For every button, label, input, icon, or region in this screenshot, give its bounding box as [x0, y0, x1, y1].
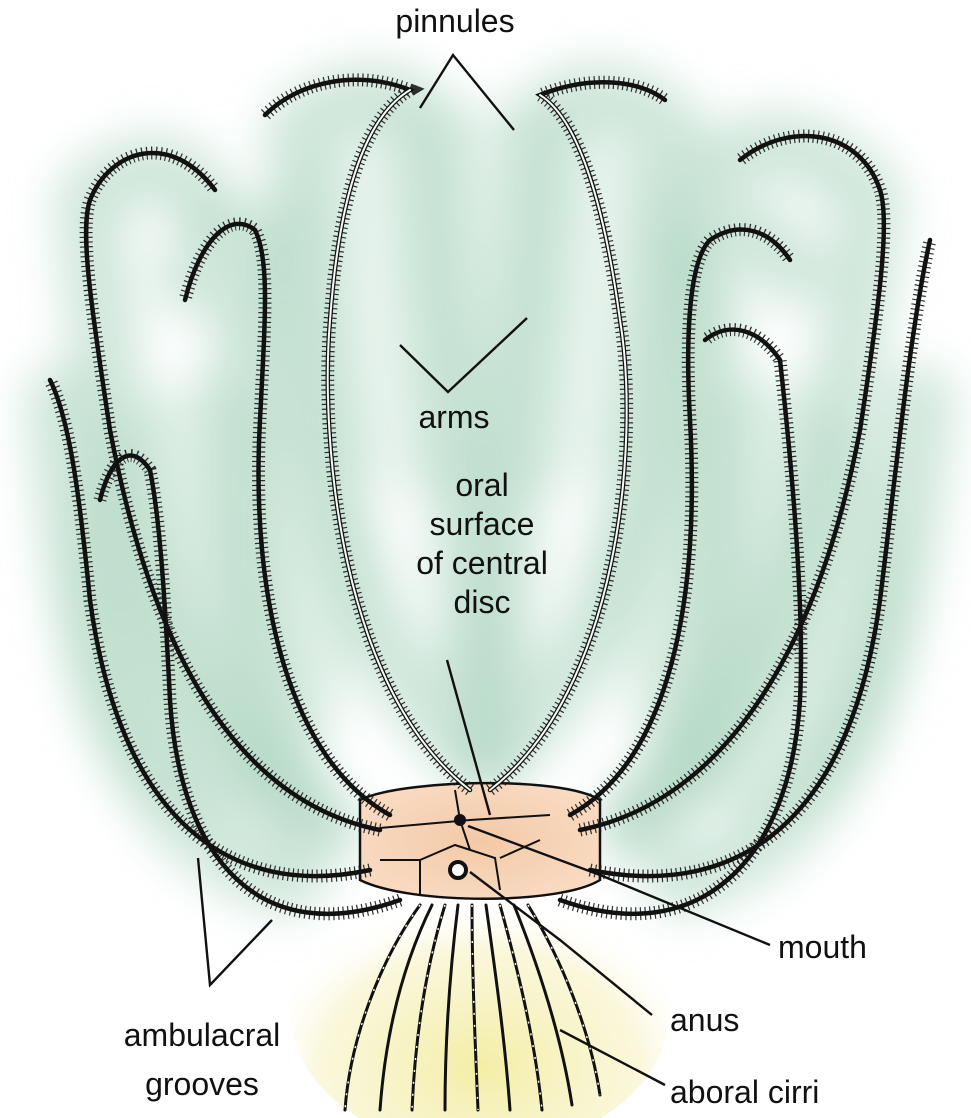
label-oral-line-4: disc [454, 584, 511, 620]
label-arms: arms [418, 399, 489, 435]
label-oral-line-3: of central [416, 545, 548, 581]
label-mouth: mouth [778, 929, 867, 965]
label-aboral-cirri: aboral cirri [670, 1074, 819, 1110]
mouth-marker [454, 814, 466, 826]
central-disc [360, 783, 600, 899]
label-ambulacral-line-1: ambulacral [124, 1017, 281, 1053]
label-oral-line-2: surface [430, 506, 535, 542]
label-oral-line-1: oral [455, 467, 508, 503]
label-anus: anus [670, 1002, 739, 1038]
label-pinnules: pinnules [395, 3, 514, 39]
anus-marker [450, 862, 466, 878]
label-ambulacral-line-2: grooves [145, 1066, 259, 1102]
